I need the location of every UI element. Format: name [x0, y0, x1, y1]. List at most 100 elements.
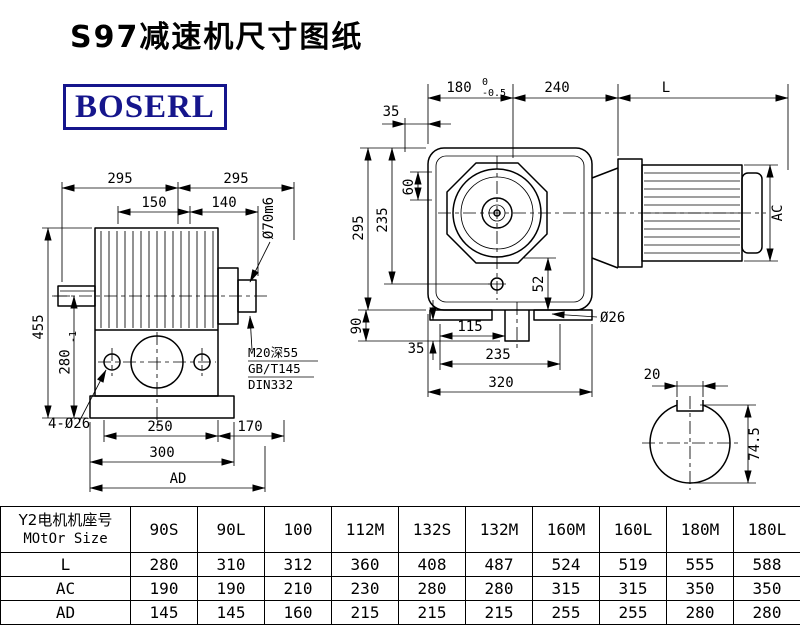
motor-size-header-en: MOtOr Size	[23, 530, 108, 547]
table-row-AC: AC 190 190 210 230 280 280 315 315 350 3…	[0, 576, 800, 601]
column-header-90L: 90L	[197, 506, 265, 553]
table-cell: 190	[197, 576, 265, 601]
dim-52-label: 52	[531, 276, 547, 293]
motor-size-header-cn: Y2电机机座号	[18, 511, 113, 530]
fv-housing-inner	[435, 155, 585, 303]
dim-235-left: 235	[375, 147, 490, 285]
dim-60: 60	[401, 171, 432, 201]
dim-240-label: 240	[544, 80, 569, 96]
page-title: S97减速机尺寸图纸	[70, 20, 364, 55]
dim-90-label: 90	[349, 318, 365, 335]
column-header-132M: 132M	[465, 506, 533, 553]
table-cell: 350	[666, 576, 734, 601]
dim-280-tolerance: -1	[68, 331, 79, 343]
sv-base	[89, 395, 235, 419]
fv-adapter-bottom	[591, 257, 619, 269]
table-cell: 230	[331, 576, 399, 601]
table-cell: 360	[331, 552, 399, 577]
dim-shaft-diameter: Ø70m6	[249, 197, 277, 283]
column-header-160M: 160M	[532, 506, 600, 553]
dim-AC: AC	[744, 164, 786, 262]
table-cell: 555	[666, 552, 734, 577]
dim-35-top: 35	[382, 104, 451, 152]
table-cell: 190	[130, 576, 198, 601]
dim-455-label: 455	[31, 314, 47, 339]
dim-280: 280 -1	[52, 295, 79, 419]
table-cell: 280	[733, 600, 800, 625]
column-header-112M: 112M	[331, 506, 399, 553]
shaft-section: 20 74.5	[642, 367, 763, 490]
fv-adapter-top	[591, 167, 619, 179]
dim-top-row: 180 0 -0.5 240 L	[427, 77, 789, 170]
column-header-100: 100	[264, 506, 332, 553]
dim-AC-label: AC	[770, 205, 786, 222]
dim-O26-label: Ø26	[600, 310, 625, 326]
table-cell: 519	[599, 552, 667, 577]
table-cell: 524	[532, 552, 600, 577]
dim-295-front: 295	[351, 147, 426, 311]
dim-AD-label: AD	[170, 471, 187, 487]
dim-235-left-label: 235	[375, 207, 391, 232]
column-header-90S: 90S	[130, 506, 198, 553]
column-header-180L: 180L	[733, 506, 800, 553]
dim-90: 90	[349, 309, 500, 342]
table-cell: 408	[398, 552, 466, 577]
motor-size-table: Y2电机机座号 MOtOr Size 90S 90L 100 112M 132S…	[0, 506, 800, 625]
dim-235-bottom: 235	[439, 324, 561, 370]
boserl-logo: BOSERL	[63, 84, 227, 130]
dim-295-front-label: 295	[351, 215, 367, 240]
note-m20-label: M20深55	[248, 345, 298, 360]
column-header-132S: 132S	[398, 506, 466, 553]
table-cell: 280	[465, 576, 533, 601]
fv-motor-fins	[644, 172, 740, 254]
side-view: 455 280 -1 295 295 150 140	[31, 171, 318, 492]
dim-180-tol-upper: 0	[482, 77, 488, 88]
sv-housing	[94, 227, 219, 397]
dim-60-label: 60	[401, 179, 417, 196]
dim-52: 52	[524, 257, 556, 311]
note-din332-label: DIN332	[248, 377, 293, 392]
dim-250-label: 250	[147, 419, 172, 435]
column-header-160L: 160L	[599, 506, 667, 553]
keyway-notch	[676, 400, 704, 412]
dim-AD: AD	[89, 446, 266, 492]
thread-note: M20深55 GB/T145 DIN332	[247, 315, 318, 392]
sv-housing-ribs	[100, 231, 214, 328]
table-cell: 280	[666, 600, 734, 625]
dim-250-170: 250 170	[103, 419, 285, 442]
table-cell: 145	[197, 600, 265, 625]
dim-180-tol-lower: -0.5	[482, 88, 506, 99]
dim-dia26: Ø26	[551, 310, 625, 326]
front-view-body	[427, 147, 763, 342]
table-cell: 310	[197, 552, 265, 577]
dim-74-5: 74.5	[694, 404, 763, 484]
table-cell: 160	[264, 600, 332, 625]
boserl-logo-text: BOSERL	[75, 88, 215, 125]
front-view: 180 0 -0.5 240 L 35 60 295 2	[349, 77, 789, 397]
dim-180-label: 180	[446, 80, 471, 96]
label-bolt-holes: 4-Ø26	[48, 369, 107, 432]
table-cell: 215	[398, 600, 466, 625]
dim-150-140: 150 140	[117, 195, 259, 276]
dim-35-bottom-label: 35	[408, 341, 425, 357]
table-cell: 280	[130, 552, 198, 577]
table-cell: 255	[599, 600, 667, 625]
reducer-dimension-drawing: 455 280 -1 295 295 150 140	[31, 77, 789, 492]
table-cell: 255	[532, 600, 600, 625]
dim-35-top-label: 35	[383, 104, 400, 120]
row-label-AD: AD	[0, 600, 131, 625]
dim-L-label: L	[662, 80, 670, 96]
table-cell: 487	[465, 552, 533, 577]
table-cell: 315	[532, 576, 600, 601]
dim-295-left-label: 295	[107, 171, 132, 187]
table-cell: 350	[733, 576, 800, 601]
column-header-180M: 180M	[666, 506, 734, 553]
note-gbt145-label: GB/T145	[248, 361, 301, 376]
table-cell: 280	[398, 576, 466, 601]
dim-140-label: 140	[211, 195, 236, 211]
front-view-centerlines	[438, 156, 766, 348]
dim-115-label: 115	[457, 319, 482, 335]
dim-o70m6-label: Ø70m6	[261, 197, 277, 239]
table-cell: 315	[599, 576, 667, 601]
dim-35-bottom: 35	[408, 300, 437, 360]
